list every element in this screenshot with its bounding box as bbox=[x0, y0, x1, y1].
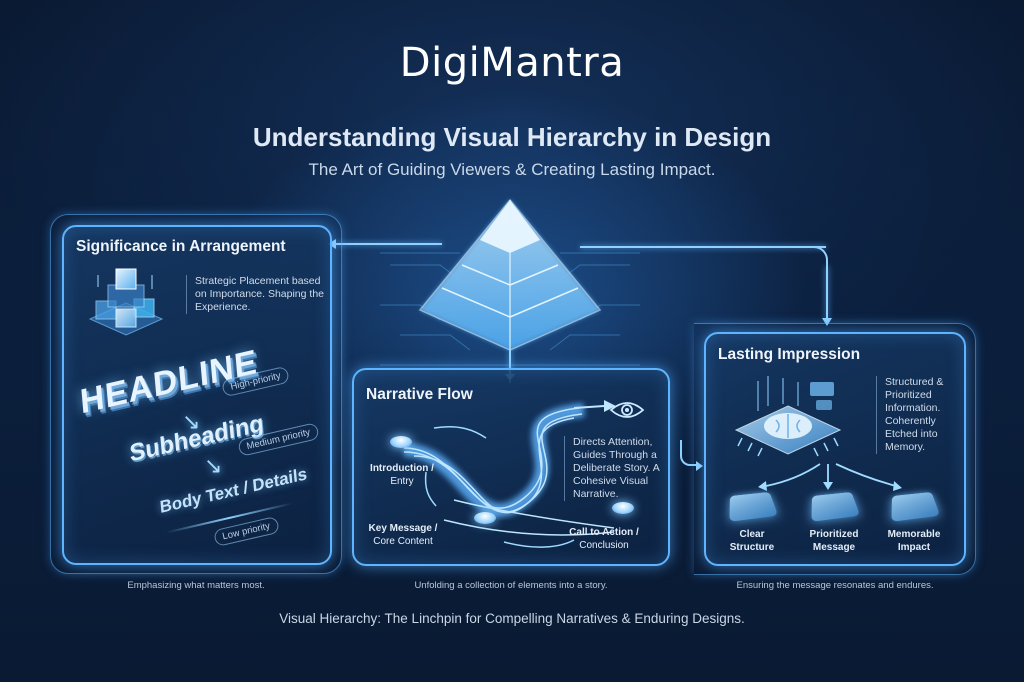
memorable-line1: Memorable bbox=[887, 529, 941, 540]
arrow-down-icon: ↘ bbox=[182, 409, 201, 434]
lasting-title: Lasting Impression bbox=[718, 346, 861, 363]
significance-title: Significance in Arrangement bbox=[76, 238, 286, 255]
narrative-description: Directs Attention, Guides Through a Deli… bbox=[564, 436, 668, 501]
arrow-down-icon bbox=[822, 318, 832, 326]
output-clear-structure: Clear Structure bbox=[712, 528, 792, 554]
eye-icon bbox=[608, 396, 646, 424]
node-cta-title: Call to Action / bbox=[569, 527, 639, 538]
node-key-message: Key Message / Core Content bbox=[360, 522, 446, 548]
node-key-disc bbox=[474, 512, 496, 524]
node-key-sub: Core Content bbox=[373, 536, 433, 547]
connector-narrative-to-lasting bbox=[680, 440, 698, 466]
narrative-caption: Unfolding a collection of elements into … bbox=[414, 580, 608, 591]
output-memorable-impact: Memorable Impact bbox=[874, 528, 954, 554]
node-key-title: Key Message / bbox=[368, 523, 438, 534]
clear-line2: Structure bbox=[729, 542, 775, 553]
node-introduction-sub: Entry bbox=[390, 476, 414, 487]
flow-ribbon-graphic bbox=[374, 390, 644, 560]
significance-caption: Emphasizing what matters most. bbox=[127, 580, 265, 591]
brain-chip-icon bbox=[728, 376, 848, 468]
page-subtitle: The Art of Guiding Viewers & Creating La… bbox=[308, 160, 716, 179]
connector-to-lasting bbox=[580, 246, 826, 248]
arrow-right-icon bbox=[696, 461, 703, 471]
node-call-to-action: Call to Action / Conclusion bbox=[558, 526, 650, 552]
clear-structure-icon bbox=[729, 491, 779, 522]
clear-line1: Clear bbox=[739, 529, 765, 540]
narrative-title: Narrative Flow bbox=[366, 386, 473, 403]
prioritized-line1: Prioritized bbox=[809, 529, 859, 540]
connector-down-lasting bbox=[826, 266, 828, 320]
lasting-description: Structured & Prioritized Information. Co… bbox=[876, 376, 962, 454]
page-title: Understanding Visual Hierarchy in Design bbox=[252, 122, 772, 152]
connector-to-significance bbox=[334, 243, 442, 245]
node-introduction: Introduction / Entry bbox=[360, 462, 444, 488]
level-body-text: Body Text / Details bbox=[159, 463, 308, 518]
prioritized-message-icon bbox=[811, 491, 861, 522]
memorable-line2: Impact bbox=[897, 542, 931, 553]
significance-panel: Significance in Arrangement Strategic Pl… bbox=[62, 225, 332, 565]
arrow-down-icon: ↘ bbox=[204, 453, 223, 478]
arrow-left-icon bbox=[328, 239, 336, 249]
cube-stack-icon bbox=[86, 265, 166, 337]
lasting-panel: Lasting Impression bbox=[704, 332, 966, 566]
narrative-panel: Narrative Flow bbox=[352, 368, 670, 566]
footer-tagline: Visual Hierarchy: The Linchpin for Compe… bbox=[279, 611, 745, 626]
node-introduction-title: Introduction / bbox=[370, 463, 434, 474]
significance-description: Strategic Placement based on Importance.… bbox=[186, 275, 326, 314]
prioritized-line2: Message bbox=[812, 542, 856, 553]
lasting-panel-frame bbox=[694, 323, 976, 575]
significance-panel-frame bbox=[50, 214, 342, 574]
memorable-impact-icon bbox=[891, 491, 941, 522]
node-cta-disc bbox=[612, 502, 634, 514]
node-intro-disc bbox=[390, 436, 412, 448]
brand-logo: DigiMantra bbox=[399, 40, 625, 86]
lasting-caption: Ensuring the message resonates and endur… bbox=[736, 580, 934, 591]
tag-low-priority: Low priority bbox=[212, 515, 280, 548]
output-prioritized-message: Prioritized Message bbox=[794, 528, 874, 554]
connector-corner bbox=[806, 246, 828, 268]
connector-to-narrative bbox=[509, 350, 511, 376]
fanout-arrows bbox=[736, 460, 936, 494]
node-cta-sub: Conclusion bbox=[579, 540, 629, 551]
